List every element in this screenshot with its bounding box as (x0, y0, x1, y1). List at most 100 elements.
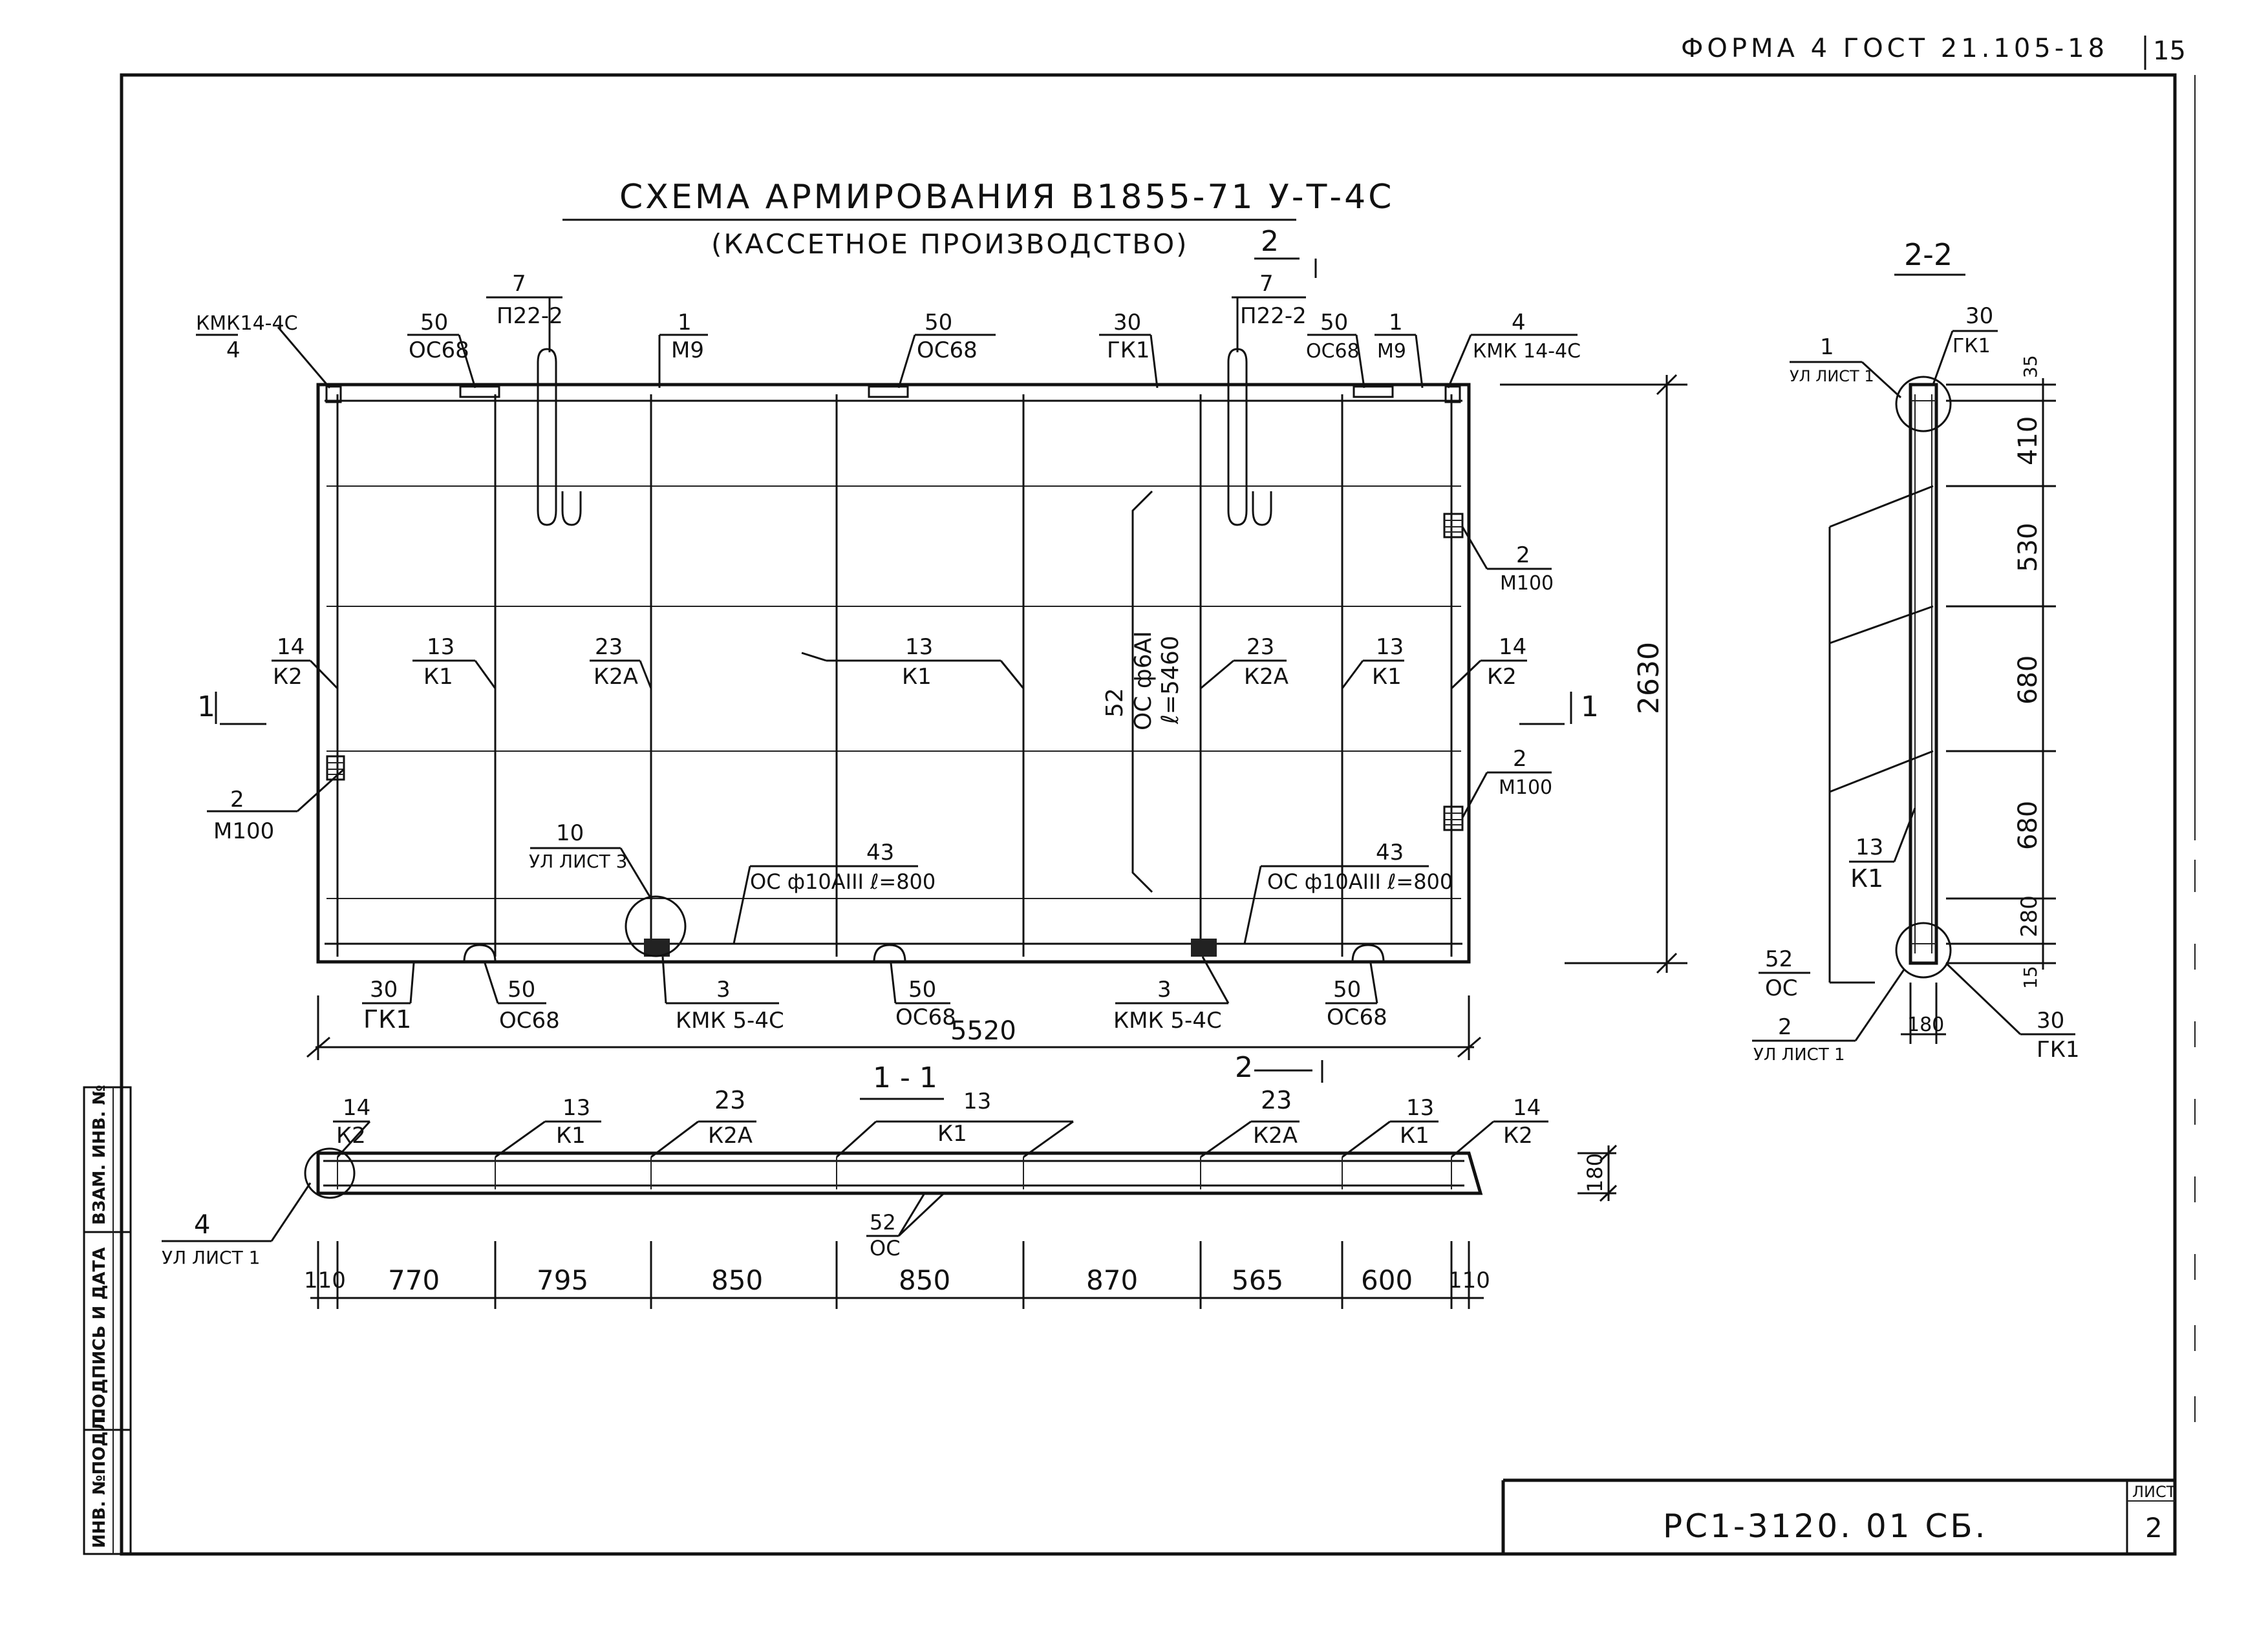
bottom-labels: 30 ГК1 50 ОС68 3 КМК 5-4С 50 ОС68 3 КМК … (362, 956, 1387, 1034)
sheet-number: 2 (2145, 1512, 2163, 1544)
label-gk1-bottom-name: ГК1 (363, 1005, 411, 1034)
label-os68-b3-num: 50 (1333, 977, 1361, 1003)
s11-ref-num: 4 (194, 1210, 210, 1240)
label-m100-right-1-name: М100 (1500, 572, 1554, 595)
label-m100-right-2-num: 2 (1513, 746, 1527, 772)
label-k1-1-num: 13 (427, 634, 455, 660)
s11-k2-right-name: К2 (1503, 1123, 1533, 1149)
label-loop-right-num: 7 (1259, 271, 1274, 297)
s11-k2-left-num: 14 (343, 1095, 370, 1121)
label-os68-b1-name: ОС68 (499, 1008, 560, 1034)
section-1-1-title: 1 - 1 (873, 1061, 937, 1094)
s11-ref-name: УЛ ЛИСТ 1 (162, 1247, 260, 1268)
dim-width: 5520 (950, 1016, 1016, 1046)
long-bar-num: 52 (1102, 688, 1128, 718)
drawing-code: РС1-3120. 01 СБ. (1663, 1507, 1988, 1545)
s22-dim-3: 680 (2013, 655, 2043, 705)
s11-k2a-2-num: 23 (1261, 1086, 1292, 1114)
label-os68-2-name: ОС68 (917, 337, 978, 363)
s11-k1-2-num: 13 (963, 1089, 991, 1114)
label-kmk14-right-name: КМК 14-4С (1473, 340, 1581, 363)
label-os68-b2-name: ОС68 (895, 1005, 956, 1030)
label-k2-left-name: К2 (273, 664, 303, 690)
short-bar-1-num: 43 (866, 840, 894, 866)
stamp-signature-date: ПОДПИСЬ И ДАТА (90, 1248, 109, 1422)
s11-dim-0: 110 (304, 1268, 346, 1293)
label-os68-b2-num: 50 (908, 977, 936, 1003)
section-1-1-dims: 110 770 795 850 850 870 565 600 110 (304, 1241, 1490, 1309)
label-kmk14-right-num: 4 (1512, 310, 1526, 335)
label-m9-1-num: 1 (678, 310, 692, 335)
label-os68-3-num: 50 (1320, 310, 1348, 335)
s11-dim-3: 850 (711, 1264, 763, 1296)
s11-k2-right-num: 14 (1513, 1095, 1541, 1121)
s22-dim-2: 530 (2013, 523, 2043, 572)
s22-detail-num: 2 (1778, 1014, 1792, 1040)
short-bar-2-num: 43 (1376, 840, 1404, 866)
top-labels: 4 КМК14-4С 7 П22-2 50 ОС68 1 М9 50 ОС68 … (196, 271, 1581, 388)
short-bar-1-name: ОС ф10АIII ℓ=800 (750, 869, 936, 894)
s11-k1-3-name: К1 (1400, 1123, 1429, 1149)
s22-mid-name: К1 (1850, 864, 1883, 893)
label-k1-3-name: К1 (1372, 664, 1402, 690)
s22-top-left-name: УЛ ЛИСТ 1 (1790, 367, 1874, 385)
drawing-frame (120, 73, 2177, 1556)
label-k1-1-name: К1 (423, 664, 453, 690)
s22-dim-1: 410 (2013, 416, 2043, 465)
s22-dim-5: 280 (2017, 895, 2042, 937)
label-kmk5-1-name: КМК 5-4С (676, 1008, 784, 1034)
long-bar-label: 52 ОС ф6АI ℓ=5460 (1102, 631, 1184, 730)
side-labels: 2 М100 2 М100 2 М100 (207, 526, 1554, 844)
s11-dim-6: 565 (1232, 1264, 1283, 1296)
section-1-1: 1 - 1 (304, 1061, 1483, 1199)
s22-bottom-left-num: 52 (1765, 946, 1793, 972)
label-loop-left-name: П22-2 (497, 303, 563, 329)
section-2-2-title: 2-2 (1904, 237, 1952, 272)
label-kmk14-num: 4 (226, 337, 241, 363)
label-k2a-2-num: 23 (1246, 634, 1274, 660)
stamp-inv-replace: ВЗАМ. ИНВ. № (90, 1085, 109, 1225)
s11-dim-8: 110 (1448, 1268, 1490, 1293)
label-m9-2-name: М9 (1377, 340, 1406, 363)
label-os68-3-name: ОС68 (1306, 340, 1360, 363)
label-os68-1-num: 50 (420, 310, 448, 335)
ref-detail-10-num: 10 (556, 820, 584, 846)
title-block: РС1-3120. 01 СБ. ЛИСТ 2 (1501, 1478, 2176, 1554)
label-gk1-top-num: 30 (1113, 310, 1141, 335)
page-number: 15 (2153, 36, 2186, 66)
s22-width: 180 (1907, 1014, 1944, 1036)
section-2-2: 2-2 35 410 530 680 680 280 15 (1828, 237, 2056, 1044)
s11-k2-left-name: К2 (336, 1123, 366, 1149)
label-m100-left-name: М100 (213, 818, 274, 844)
label-os68-b3-name: ОС68 (1327, 1005, 1387, 1030)
s11-k1-1-name: К1 (556, 1123, 586, 1149)
s22-top-left-num: 1 (1820, 334, 1834, 360)
label-k2-left-num: 14 (277, 634, 305, 660)
label-kmk5-1-num: 3 (716, 977, 731, 1003)
label-gk1-bottom-num: 30 (370, 977, 398, 1003)
section-mark-2-bottom: 2 (1235, 1051, 1253, 1084)
label-gk1-top-name: ГК1 (1107, 337, 1150, 363)
stamp-inv-orig: ИНВ. №ПОДЛ. (90, 1411, 109, 1548)
s22-dim-4: 680 (2013, 801, 2043, 850)
s22-dim-0: 35 (2020, 355, 2041, 378)
label-m9-1-name: М9 (671, 337, 704, 363)
s11-dim-7: 600 (1361, 1264, 1413, 1296)
dim-height: 2630 (1632, 642, 1665, 714)
s11-thickness: 180 (1583, 1153, 1607, 1193)
label-m9-2-num: 1 (1389, 310, 1403, 335)
s11-k1-3-num: 13 (1406, 1095, 1434, 1121)
s11-bar-name: ОС (870, 1236, 901, 1260)
label-k1-2-name: К1 (902, 664, 932, 690)
s11-k1-1-num: 13 (562, 1095, 590, 1121)
section-mark-1-right: 1 (1581, 690, 1599, 723)
s11-k2a-2-name: К2А (1253, 1123, 1298, 1149)
label-k1-2-num: 13 (905, 634, 933, 660)
label-k2a-2-name: К2А (1244, 664, 1289, 690)
label-kmk5-2-name: КМК 5-4С (1113, 1008, 1222, 1034)
label-kmk5-2-num: 3 (1157, 977, 1171, 1003)
label-loop-right-name: П22-2 (1240, 303, 1307, 329)
s11-dim-5: 870 (1086, 1264, 1138, 1296)
s11-dim-2: 795 (537, 1264, 588, 1296)
